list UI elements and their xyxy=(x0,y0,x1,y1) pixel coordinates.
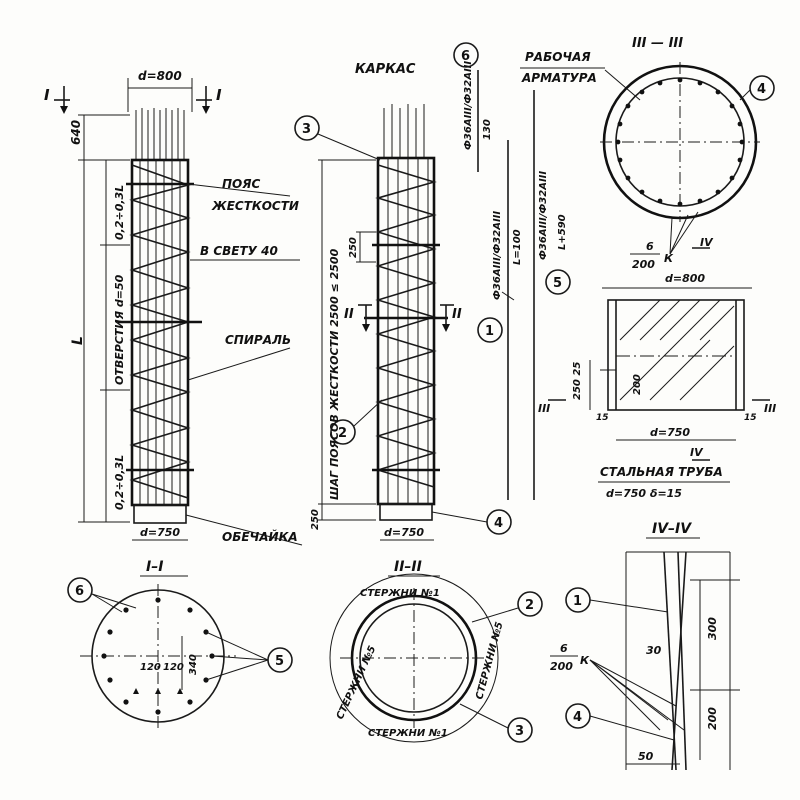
marker-4-IV: 4 xyxy=(573,710,582,725)
dim-holes: ОТВЕРСТИЯ d=50 xyxy=(113,274,126,385)
label-shell: ОБЕЧАЙКА xyxy=(222,529,298,544)
dim-L: L xyxy=(70,336,86,345)
marker-6-top: 6 xyxy=(461,49,470,64)
cage-elevation: КАРКАС 3 2 4 xyxy=(294,62,512,541)
marker-4-mid: 4 xyxy=(494,516,503,531)
section-I-I: I–I 340 120 120 6 5 xyxy=(67,559,293,728)
work-rebar-line2: АРМАТУРА xyxy=(521,71,597,85)
bar-ring-I xyxy=(101,597,215,715)
rebar-1-length: L=100 xyxy=(512,229,523,265)
title-IV-IV: IV–IV xyxy=(652,521,692,537)
diameter-750-right: d=750 xyxy=(650,426,690,439)
rebar-1-spec: Ф36АIII/Ф32АIII xyxy=(492,211,503,300)
marker-1-schedule: 1 xyxy=(485,324,494,339)
weld2-k: К xyxy=(580,654,590,667)
dim-300: 300 xyxy=(706,617,719,640)
dim-200-IV: 200 xyxy=(706,707,719,730)
dim-50: 50 xyxy=(638,750,654,763)
work-rebar-line1: РАБОЧАЯ xyxy=(525,50,591,64)
marker-6-I: 6 xyxy=(75,584,84,599)
dim-120-b: 120 xyxy=(163,662,184,673)
dim-30: 30 xyxy=(646,644,662,657)
section-II-II: II–II СТЕРЖНИ №1 СТЕРЖНИ №1 СТЕРЖНИ №5 С… xyxy=(329,559,543,743)
dim-02-03L-bot: 0,2÷0,3L xyxy=(113,455,126,510)
section-IV-IV: IV–IV 300 200 30 50 1 4 6 200 К xyxy=(550,521,740,771)
top-bars xyxy=(135,108,185,160)
diameter-bottom-left: d=750 xyxy=(140,526,180,539)
bars-1-bot: СТЕРЖНИ №1 xyxy=(368,728,448,739)
hatch xyxy=(619,299,735,401)
marker-3-II: 3 xyxy=(515,724,524,739)
rebar-ring xyxy=(615,77,745,207)
dim-340: 340 xyxy=(188,654,199,675)
marker-4-III: 4 xyxy=(757,82,766,97)
rebar-6-length: 130 xyxy=(482,119,493,140)
steel-pipe-detail: d=800 250 25 200 15 15 III III d=750 IV … xyxy=(538,272,776,500)
dim-250-bottom: 250 xyxy=(310,509,321,530)
diameter-top-label: d=800 xyxy=(138,69,182,83)
marker-1-IV: 1 xyxy=(573,594,582,609)
rebar-6-spec: Ф36АIII/Ф32АIII xyxy=(463,61,474,150)
rebar-schedule: 6 Ф36АIII/Ф32АIII 130 Ф36АIII/Ф32АIII L=… xyxy=(453,42,641,500)
label-belt: ПОЯС xyxy=(222,177,260,191)
dim-250: 250 xyxy=(348,237,359,258)
bars-5-left: СТЕРЖНИ №5 xyxy=(335,644,379,721)
dim-02-03L-top: 0,2÷0,3L xyxy=(113,185,126,240)
dim-120-a: 120 xyxy=(140,662,161,673)
marker-2: 2 xyxy=(338,426,347,441)
marker-2-II: 2 xyxy=(525,598,534,613)
bars-1-top: СТЕРЖНИ №1 xyxy=(360,588,440,599)
label-rigidity: ЖЕСТКОСТИ xyxy=(211,199,299,213)
rebar-5-spec: Ф36АIII/Ф32АIII xyxy=(538,171,549,260)
cage-vertical-bars xyxy=(387,158,429,504)
section-II-right: II xyxy=(452,307,462,322)
dim-640: 640 xyxy=(69,120,83,145)
label-clear-gap: В СВЕТУ 40 xyxy=(200,244,278,258)
steel-pipe-dims: d=750 δ=15 xyxy=(606,487,682,500)
cage-spiral xyxy=(375,164,437,488)
weld-k: К xyxy=(664,252,674,265)
marker-5-schedule: 5 xyxy=(553,276,562,291)
section-III-III: III — III 4 6 200 К IV xyxy=(600,36,775,271)
bars-5-right: СТЕРЖНИ №5 xyxy=(474,621,505,701)
rebar-5-length: L+590 xyxy=(557,214,568,250)
title-II-II: II–II xyxy=(394,559,422,575)
weld-200: 200 xyxy=(632,258,655,271)
section-III-left: III xyxy=(538,402,550,415)
dim-200-pipe: 200 xyxy=(632,374,643,395)
dim-belt-step: ШАГ ПОЯСОВ ЖЕСТКОСТИ 2500 ≤ 2500 xyxy=(328,248,341,500)
title-I-I: I–I xyxy=(146,559,163,575)
weld2-200: 200 xyxy=(550,660,573,673)
steel-pipe-label: СТАЛЬНАЯ ТРУБА xyxy=(600,465,723,479)
section-mark-I-right: I xyxy=(216,86,222,104)
section-mark-I-left: I xyxy=(44,86,50,104)
title-III-III: III — III xyxy=(632,36,683,51)
marker-5-I: 5 xyxy=(275,654,284,669)
weld-6: 6 xyxy=(646,240,654,253)
shell xyxy=(133,504,187,524)
spiral xyxy=(129,164,191,499)
dim-250-25: 250 25 xyxy=(572,362,583,400)
section-IV-bottom: IV xyxy=(690,446,704,459)
section-II-left: II xyxy=(344,307,354,322)
section-III-right: III xyxy=(764,402,776,415)
dim-15-left: 15 xyxy=(596,413,609,423)
marker-3: 3 xyxy=(302,122,311,137)
label-spiral: СПИРАЛЬ xyxy=(225,333,291,347)
diameter-bottom-mid: d=750 xyxy=(384,526,424,539)
diameter-800-right: d=800 xyxy=(665,272,705,285)
title-cage: КАРКАС xyxy=(355,62,416,77)
pile-elevation: I I d=800 xyxy=(44,69,303,546)
weld2-6: 6 xyxy=(560,642,568,655)
dim-15-right: 15 xyxy=(744,413,757,423)
section-IV-mark: IV xyxy=(700,236,714,249)
